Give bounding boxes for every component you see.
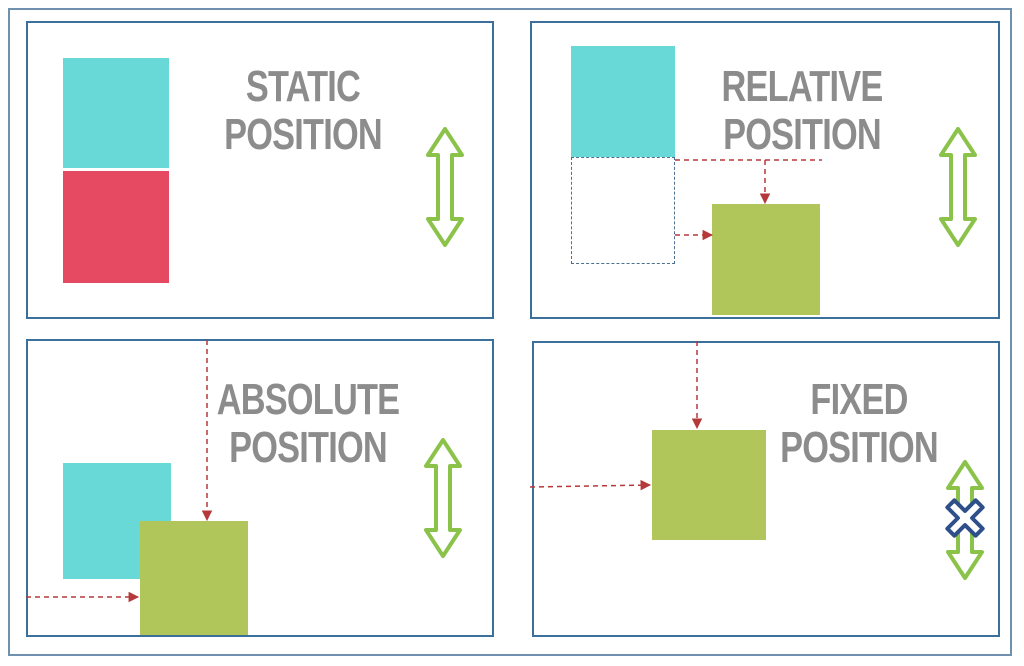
panel-title: FIXED POSITION: [780, 375, 939, 472]
absolute-position-panel: ABSOLUTE POSITION: [26, 339, 494, 637]
original-position-outline: [571, 157, 675, 264]
green-box: [652, 430, 766, 540]
teal-box: [571, 46, 675, 157]
static-position-panel: STATIC POSITION: [26, 21, 494, 319]
diagram-frame: [8, 8, 1012, 656]
relative-position-panel: RELATIVE POSITION: [530, 21, 1000, 319]
panel-title: RELATIVE POSITION: [721, 62, 884, 159]
panel-title: ABSOLUTE POSITION: [216, 375, 400, 472]
teal-box: [63, 58, 169, 168]
green-box: [140, 521, 248, 635]
panel-title: STATIC POSITION: [224, 62, 383, 159]
fixed-position-panel: FIXED POSITION: [532, 341, 1000, 637]
green-box: [712, 204, 820, 315]
red-box: [63, 171, 169, 283]
